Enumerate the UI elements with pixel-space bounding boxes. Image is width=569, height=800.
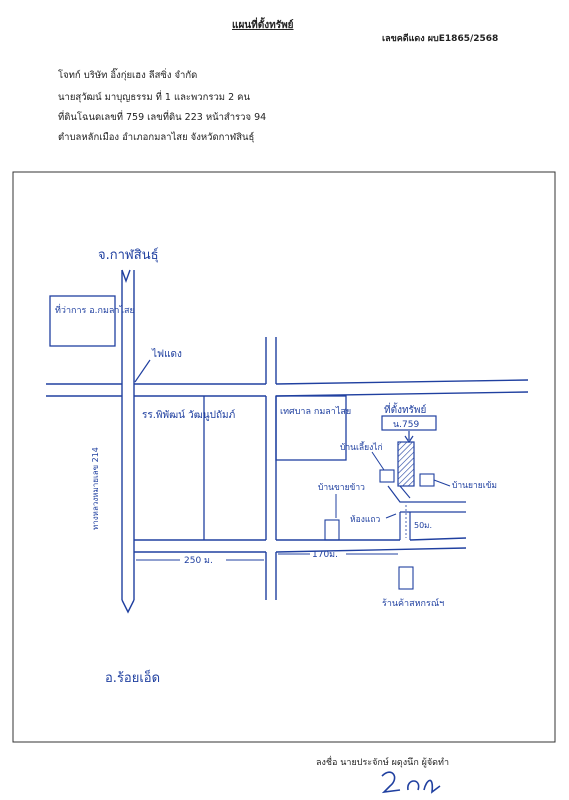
- arrow-down-icon: [121, 599, 135, 614]
- distance-250m: 250 ม.: [184, 556, 213, 566]
- info-deed: ที่ดินโฉนดเลขที่ 759 เลขที่ดิน 223 หน้าส…: [58, 112, 267, 123]
- south-label: อ.ร้อยเอ็ด: [105, 668, 160, 686]
- info-defendant: นายสุวัฒน์ มาบุญธรรม ที่ 1 และพวกรวม 2 ค…: [58, 92, 251, 103]
- shop-box: [398, 566, 414, 590]
- hall-label: ห้องแถว: [350, 514, 380, 525]
- shop-label: ร้านค้าสหกรณ์ฯ: [382, 597, 444, 609]
- north-label: จ.กาฬสินธุ์: [98, 247, 159, 263]
- municipality-box: [275, 395, 347, 461]
- distance-170m: 170ม.: [312, 550, 338, 560]
- property-label: ที่ตั้งทรัพย์: [384, 402, 426, 416]
- map-frame: [12, 171, 556, 743]
- distance-50m: 50ม.: [414, 521, 432, 530]
- pointer-down-icon: [404, 431, 414, 444]
- info-plaintiff: โจทก์ บริษัท อิ๊งกุ่ยเฮง ลีสซิ่ง จำกัด: [58, 70, 198, 81]
- property-plot: [397, 441, 415, 487]
- arrow-up-icon: [121, 269, 131, 284]
- deed-label: น.759: [393, 420, 419, 430]
- signature-line: ลงชื่อ นายประจักษ์ ผดุงนึก ผู้จัดทำ: [316, 758, 450, 768]
- signature-mark: [381, 771, 441, 794]
- municipality-label: เทศบาล กมลาไสย: [280, 406, 351, 417]
- deed-box: [381, 415, 437, 431]
- house-pole-label: บ้านเลี้ยงไก่: [340, 441, 383, 453]
- traffic-light-label: ไฟแดง: [151, 348, 182, 360]
- highway-label: ทางหลวงหมายเลข 214: [91, 447, 100, 530]
- document-title: แผนที่ตั้งทรัพย์: [232, 20, 294, 31]
- house-right-label: บ้านยายเข้ม: [452, 480, 497, 491]
- district-office-box: [49, 295, 116, 347]
- sales-house-label: บ้านขายข้าว: [318, 482, 365, 493]
- case-number: เลขคดีแดง ผบE1865/2568: [382, 34, 499, 44]
- school-label: รร.พิพัฒน์ วัฒนูปถัมภ์: [142, 409, 235, 421]
- district-office-label: ที่ว่าการ อ.กมลาไสย: [55, 303, 135, 316]
- info-location: ตำบลหลักเมือง อำเภอกมลาไสย จังหวัดกาฬสิน…: [58, 132, 255, 143]
